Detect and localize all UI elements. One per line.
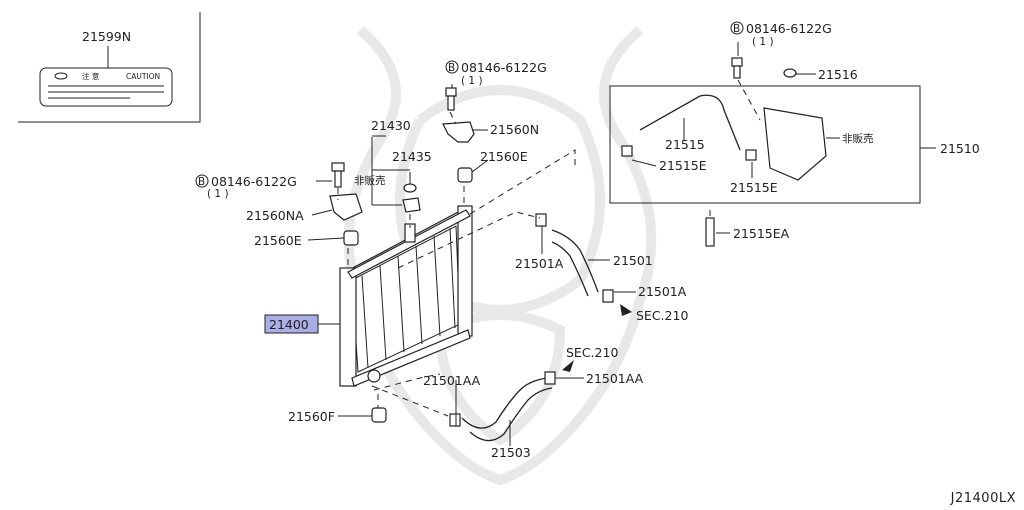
bolt-marker-b-2: B	[733, 23, 740, 35]
label-21430[interactable]: 21430	[371, 118, 411, 133]
clip-21515E-a-icon	[621, 145, 633, 157]
label-21515E-b[interactable]: 21515E	[730, 180, 778, 195]
qty-left: ( 1 )	[207, 188, 229, 200]
clip-21501AA-left-icon	[449, 413, 461, 427]
reservoir-assembly-box	[609, 85, 921, 204]
highlight-21400	[264, 314, 319, 334]
upper-hose-icon	[551, 229, 599, 293]
bolt-left	[331, 162, 345, 188]
not-for-sale-1: 非販売	[354, 174, 386, 187]
reservoir-tank-icon	[763, 107, 827, 181]
label-21503[interactable]: 21503	[491, 445, 531, 460]
label-08146-6122G-center[interactable]: 08146-6122G	[461, 60, 547, 75]
label-21599N[interactable]: 21599N	[82, 29, 131, 44]
label-21515E-a[interactable]: 21515E	[659, 158, 707, 173]
label-21560N[interactable]: 21560N	[490, 122, 539, 137]
clip-21501A-right-icon	[602, 289, 614, 303]
label-21510[interactable]: 21510	[940, 141, 980, 156]
label-21515[interactable]: 21515	[665, 137, 705, 152]
bolt-marker-b: B	[448, 62, 455, 74]
bolt-top-right	[731, 57, 743, 79]
label-21400[interactable]: 21400	[269, 317, 309, 332]
mount-21560E-left-icon	[343, 230, 359, 246]
label-21515EA[interactable]: 21515EA	[733, 226, 790, 241]
label-21501AA-right[interactable]: 21501AA	[586, 371, 644, 386]
clip-21515EA-icon	[705, 217, 715, 247]
label-21560E-left[interactable]: 21560E	[254, 233, 302, 248]
label-21435[interactable]: 21435	[392, 149, 432, 164]
not-for-sale-2: 非販売	[842, 132, 874, 145]
caution-text: CAUTION	[126, 72, 160, 81]
label-sec210-b[interactable]: SEC.210	[566, 345, 618, 360]
bracket-21560N-icon	[442, 121, 475, 143]
reservoir-cap-icon	[783, 68, 797, 78]
arrow-sec210-b-icon	[562, 360, 574, 372]
radiator-cap-icon	[402, 197, 421, 213]
label-21560E-top[interactable]: 21560E	[480, 149, 528, 164]
watermark-emblem	[343, 26, 657, 486]
mount-21560F-icon	[371, 407, 387, 423]
label-sec210-a[interactable]: SEC.210	[636, 308, 688, 323]
label-08146-6122G-right[interactable]: 08146-6122G	[746, 21, 832, 36]
qty-center: ( 1 )	[461, 75, 483, 87]
reservoir-hose-icon	[639, 94, 741, 151]
bracket-21560NA-icon	[329, 193, 363, 221]
lower-hose-icon	[461, 377, 549, 429]
bolt-top-center	[445, 87, 457, 111]
diagram-code: J21400LX	[950, 491, 1016, 506]
clip-21501AA-right-icon	[544, 371, 556, 385]
bolt-marker-b-3: B	[198, 176, 205, 188]
clip-21501A-top-icon	[535, 213, 547, 227]
clip-21515E-b-icon	[745, 149, 757, 161]
radiator-core	[339, 205, 473, 387]
label-21501A-right[interactable]: 21501A	[638, 284, 687, 299]
label-21560F[interactable]: 21560F	[288, 409, 335, 424]
radiator-right-tank	[457, 205, 473, 337]
arrow-sec210-a-icon	[620, 304, 632, 316]
cap-seal-icon	[403, 183, 417, 193]
nissan-logo-icon	[54, 72, 68, 80]
label-21516[interactable]: 21516	[818, 67, 858, 82]
label-08146-6122G-left[interactable]: 08146-6122G	[211, 174, 297, 189]
caution-label-group: 21599N 注 意 CAUTION	[18, 12, 201, 123]
label-21560NA[interactable]: 21560NA	[246, 208, 304, 223]
label-21501AA-left[interactable]: 21501AA	[423, 373, 481, 388]
mount-21560E-icon	[457, 167, 473, 183]
caution-jp-text: 注 意	[82, 71, 99, 81]
label-21501[interactable]: 21501	[613, 253, 653, 268]
label-21501A-top[interactable]: 21501A	[515, 256, 564, 271]
qty-right: ( 1 )	[752, 36, 774, 48]
radiator-left-tank	[339, 267, 357, 387]
